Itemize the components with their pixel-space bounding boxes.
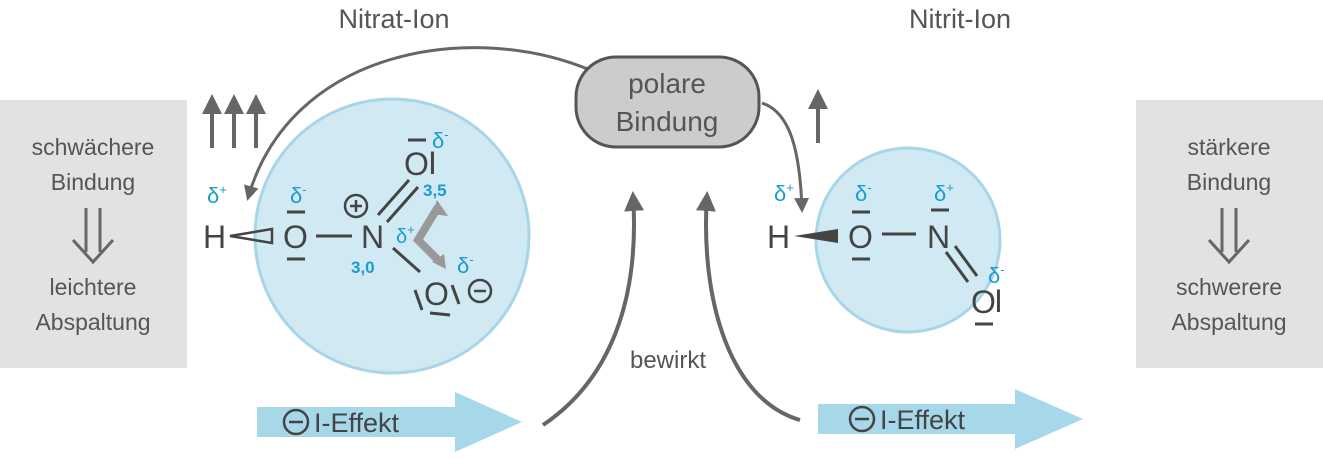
nitrite-delta-o: δ- (855, 180, 872, 206)
nitrate-circle (253, 97, 531, 375)
left-box-line3: leichtere (50, 274, 137, 300)
causes-label: bewirkt (630, 347, 706, 374)
nitrate-delta-o-top: δ- (432, 127, 449, 153)
left-box-line2: Bindung (51, 169, 135, 195)
nitrate-h-atom: H (203, 219, 226, 255)
nitrite-title: Nitrit-Ion (909, 4, 1011, 34)
electron-shift-chevron (412, 204, 443, 265)
minus-circle-icon (282, 408, 310, 436)
left-box-line4: Abspaltung (35, 309, 150, 335)
nitrate-o-top: O (404, 146, 429, 182)
plus-circle-icon (343, 193, 369, 219)
polar-bond-pill: polare Bindung (574, 55, 761, 149)
nitrate-delta-n: δ+ (396, 222, 415, 248)
minus-circle-icon (848, 405, 876, 433)
nitrate-o-bottom: O (424, 276, 449, 312)
nitrate-delta-h: δ+ (207, 182, 227, 208)
nitrate-n-atom: N (361, 219, 384, 255)
nitrite-o-left: O (848, 219, 873, 255)
double-down-arrow-icon (71, 208, 115, 265)
nitrate-title: Nitrat-Ion (338, 4, 449, 34)
right-box-line4: Abspaltung (1171, 309, 1286, 335)
nitrite-wedge-bond (794, 229, 838, 243)
i-effect-label-left: I-Effekt (314, 408, 400, 438)
nitrite-o-bottom: O (971, 284, 996, 320)
right-box-line2: Bindung (1187, 169, 1271, 195)
nitrite-delta-n: δ+ (934, 180, 954, 206)
nitrite-h-atom: H (767, 219, 790, 255)
nitrate-o-top-bar: I (428, 145, 437, 181)
nitrite-circle (814, 146, 1002, 334)
right-bond-box: stärkere Bindung schwerere Abspaltung (1136, 100, 1323, 368)
nitrite-delta-o-bottom: δ- (988, 262, 1005, 288)
nitrite-structure: H O N O I δ+ δ- δ+ δ- (767, 180, 1005, 326)
causes-arrow-right (695, 191, 801, 422)
nitrate-delta-o-bottom: δ- (457, 252, 474, 278)
polar-to-nitrate-arrow (244, 46, 591, 201)
causes-arrow-left (541, 191, 645, 427)
polar-to-nitrite-arrow (761, 101, 810, 213)
en-oxygen: 3,5 (423, 181, 447, 200)
nitrite-o-bottom-bar: I (994, 283, 1003, 319)
up-arrow-icon (202, 94, 266, 148)
nitrite-n-atom: N (927, 219, 950, 255)
i-effect-arrow-left: I-Effekt (257, 392, 522, 452)
right-box-line1: stärkere (1187, 134, 1270, 160)
nitrate-o-left: O (283, 219, 308, 255)
en-nitrogen: 3,0 (351, 258, 375, 277)
nitrate-wedge-bond (229, 227, 274, 245)
polar-line1: polare (628, 68, 706, 99)
polar-line2: Bindung (616, 106, 719, 137)
right-box-line3: schwerere (1176, 274, 1282, 300)
i-effect-label-right: I-Effekt (880, 405, 966, 435)
nitrate-structure: H O N O I O δ+ δ- δ- (203, 127, 493, 317)
i-effect-arrow-right: I-Effekt (818, 389, 1083, 449)
left-box-line1: schwächere (32, 134, 155, 160)
double-down-arrow-icon (1207, 208, 1251, 265)
left-bond-box: schwächere Bindung leichtere Abspaltung (0, 100, 187, 368)
nitrite-delta-h: δ+ (774, 180, 794, 206)
minus-circle-icon (467, 278, 493, 304)
nitrate-delta-o-left: δ- (290, 182, 307, 208)
